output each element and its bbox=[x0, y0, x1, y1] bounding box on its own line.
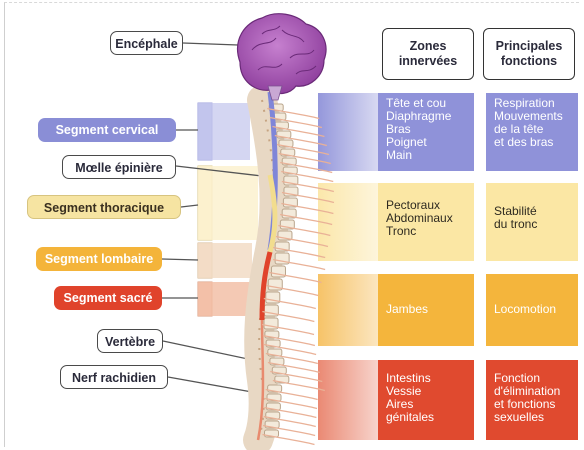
brain-illustration bbox=[238, 14, 326, 100]
cell-thoracique-zones: Pectoraux Abdominaux Tronc bbox=[378, 183, 474, 261]
label-moelle-epiniere: Mœlle épinière bbox=[62, 155, 176, 179]
header-zones-innervees: Zones innervées bbox=[382, 28, 474, 80]
label-encephale: Encéphale bbox=[110, 31, 183, 55]
label-vertebre: Vertèbre bbox=[97, 329, 163, 353]
cervical-band bbox=[318, 93, 378, 171]
cell-sacre-zones: Intestins Vessie Aires génitales bbox=[378, 360, 474, 440]
lumbar-band bbox=[318, 274, 378, 346]
label-nerf-rachidien: Nerf rachidien bbox=[60, 365, 168, 389]
label-segment-cervical: Segment cervical bbox=[38, 118, 176, 142]
header-zones-text: Zones innervées bbox=[399, 39, 457, 69]
header-fonctions-text: Principales fonctions bbox=[496, 39, 563, 69]
cell-thoracique-fonctions: Stabilité du tronc bbox=[486, 183, 578, 261]
cell-cervical-fonctions: Respiration Mouvements de la tête et des… bbox=[486, 93, 578, 171]
cell-cervical-zones: Tête et cou Diaphragme Bras Poignet Main bbox=[378, 93, 474, 171]
label-segment-lombaire: Segment lombaire bbox=[36, 247, 162, 271]
label-segment-thoracique: Segment thoracique bbox=[27, 195, 181, 219]
cell-sacre-fonctions: Fonction d'élimination et fonctions sexu… bbox=[486, 360, 578, 440]
cell-lombaire-zones: Jambes bbox=[378, 274, 474, 346]
cell-lombaire-fonctions: Locomotion bbox=[486, 274, 578, 346]
sacral-band bbox=[318, 360, 378, 440]
label-segment-sacre: Segment sacré bbox=[54, 286, 162, 310]
thoracic-band bbox=[318, 183, 378, 261]
header-principales-fonctions: Principales fonctions bbox=[483, 28, 575, 80]
